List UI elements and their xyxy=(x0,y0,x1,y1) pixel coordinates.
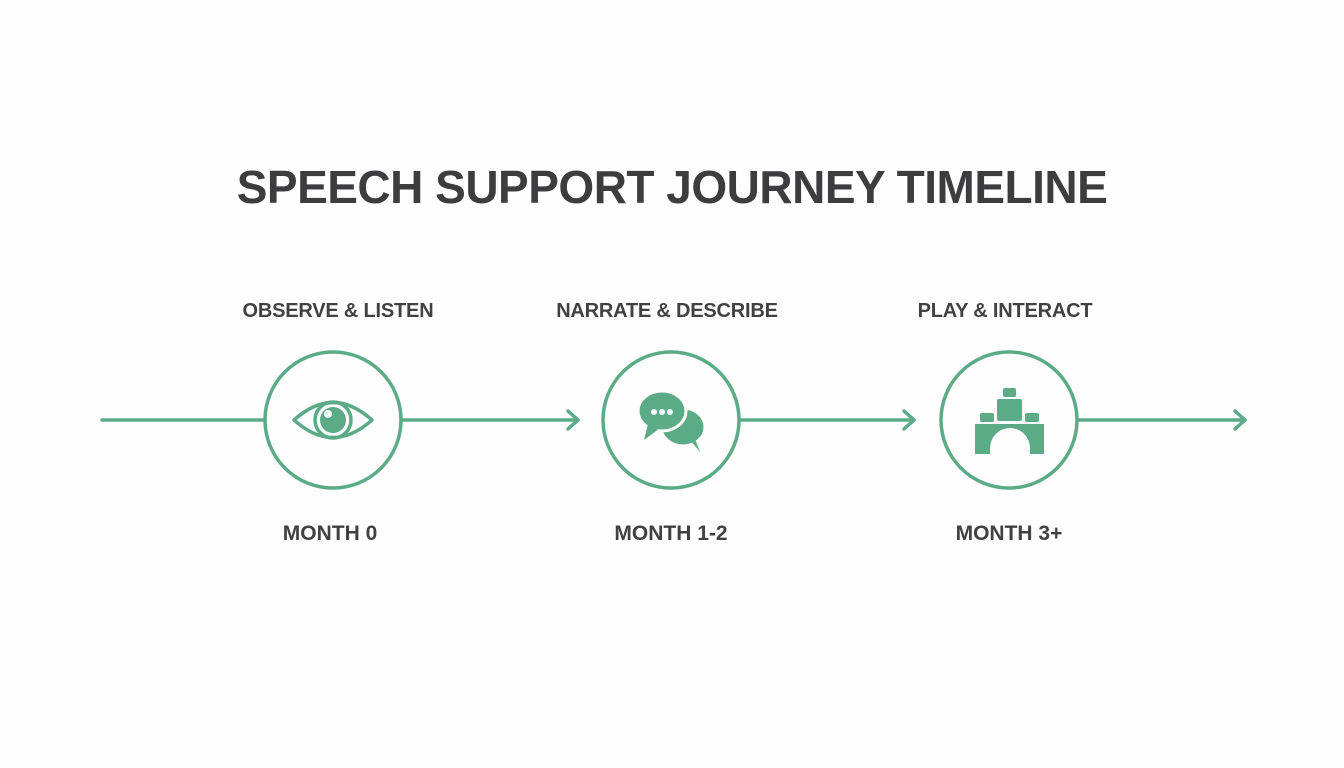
stage-circle-3 xyxy=(939,350,1079,490)
arrow-head-2 xyxy=(902,409,916,431)
eye-icon xyxy=(292,400,374,440)
arrow-head-1 xyxy=(566,409,580,431)
chat-bubbles-icon xyxy=(636,389,707,452)
stage-time-month-3: MONTH 3+ xyxy=(955,522,1063,545)
arrow-head-end xyxy=(1233,409,1247,431)
stage-time-month-0: MONTH 0 xyxy=(282,522,378,545)
building-blocks-icon xyxy=(975,388,1044,454)
page-title: SPEECH SUPPORT JOURNEY TIMELINE xyxy=(236,161,1108,213)
stage-time-month-1-2: MONTH 1-2 xyxy=(614,522,728,545)
stage-label-play: PLAY & INTERACT xyxy=(917,300,1093,322)
stage-circle-1 xyxy=(263,350,403,490)
stage-label-observe: OBSERVE & LISTEN xyxy=(242,300,434,322)
stage-circle-2 xyxy=(601,350,741,490)
stage-label-narrate: NARRATE & DESCRIBE xyxy=(556,300,778,322)
